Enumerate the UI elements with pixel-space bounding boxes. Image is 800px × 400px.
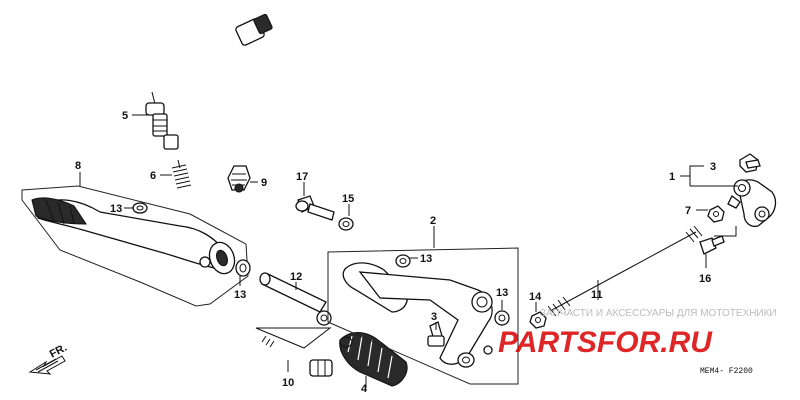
callout-8: 8 — [75, 160, 81, 172]
callout-15: 15 — [342, 193, 354, 205]
callout-13c: 13 — [420, 253, 432, 265]
shift-rod — [547, 225, 703, 317]
direction-label: FR. — [48, 342, 69, 361]
nut-14 — [529, 311, 547, 329]
footpeg-rubber — [339, 331, 408, 387]
washer-15 — [338, 217, 354, 231]
watermark: ЗАПЧАСТИ И АКСЕССУАРЫ ДЛЯ МОТОТЕХНИКИ PA… — [498, 308, 777, 359]
callout-1: 1 — [669, 171, 675, 183]
watermark-tagline: ЗАПЧАСТИ И АКСЕССУАРЫ ДЛЯ МОТОТЕХНИКИ — [540, 308, 777, 319]
footpeg-bracket — [327, 247, 519, 385]
callout-5: 5 — [122, 110, 128, 122]
spring-part — [171, 159, 192, 189]
callout-11: 11 — [591, 289, 603, 301]
gearshift-pedal — [21, 185, 251, 307]
callout-9: 9 — [261, 177, 267, 189]
front-direction-arrow: FR. — [28, 342, 69, 375]
pivot-bolt — [259, 272, 332, 326]
nut-7 — [707, 205, 725, 223]
diagram-code: MEM4- F2200 — [700, 367, 753, 376]
callout-13d: 13 — [496, 287, 508, 299]
bolt-17 — [295, 195, 335, 221]
bolt-3-lower — [427, 321, 445, 347]
callout-7: 7 — [685, 205, 691, 217]
callout-labels: 5 6 9 8 13 13 12 10 4 17 15 2 13 13 3 14… — [75, 110, 716, 395]
callout-17: 17 — [296, 171, 308, 183]
bolt-3-upper — [739, 153, 761, 173]
callout-3-upper: 3 — [710, 161, 716, 173]
callout-2: 2 — [430, 215, 436, 227]
callout-16: 16 — [699, 273, 711, 285]
callout-3-lower: 3 — [431, 311, 437, 323]
callout-14: 14 — [529, 291, 542, 303]
bolt-16 — [699, 235, 725, 255]
tie-rod-end — [727, 179, 777, 228]
callout-10: 10 — [282, 377, 294, 389]
long-bolt — [261, 335, 333, 377]
watermark-logo: PARTSFOR.RU — [498, 326, 713, 359]
neutral-switch-sensor — [145, 13, 273, 150]
callout-12: 12 — [290, 271, 302, 283]
switch-part — [227, 165, 251, 193]
callout-13a: 13 — [110, 203, 122, 215]
leader-lines — [79, 114, 738, 388]
callout-4: 4 — [361, 383, 368, 395]
callout-13b: 13 — [234, 289, 246, 301]
callout-6: 6 — [150, 170, 156, 182]
